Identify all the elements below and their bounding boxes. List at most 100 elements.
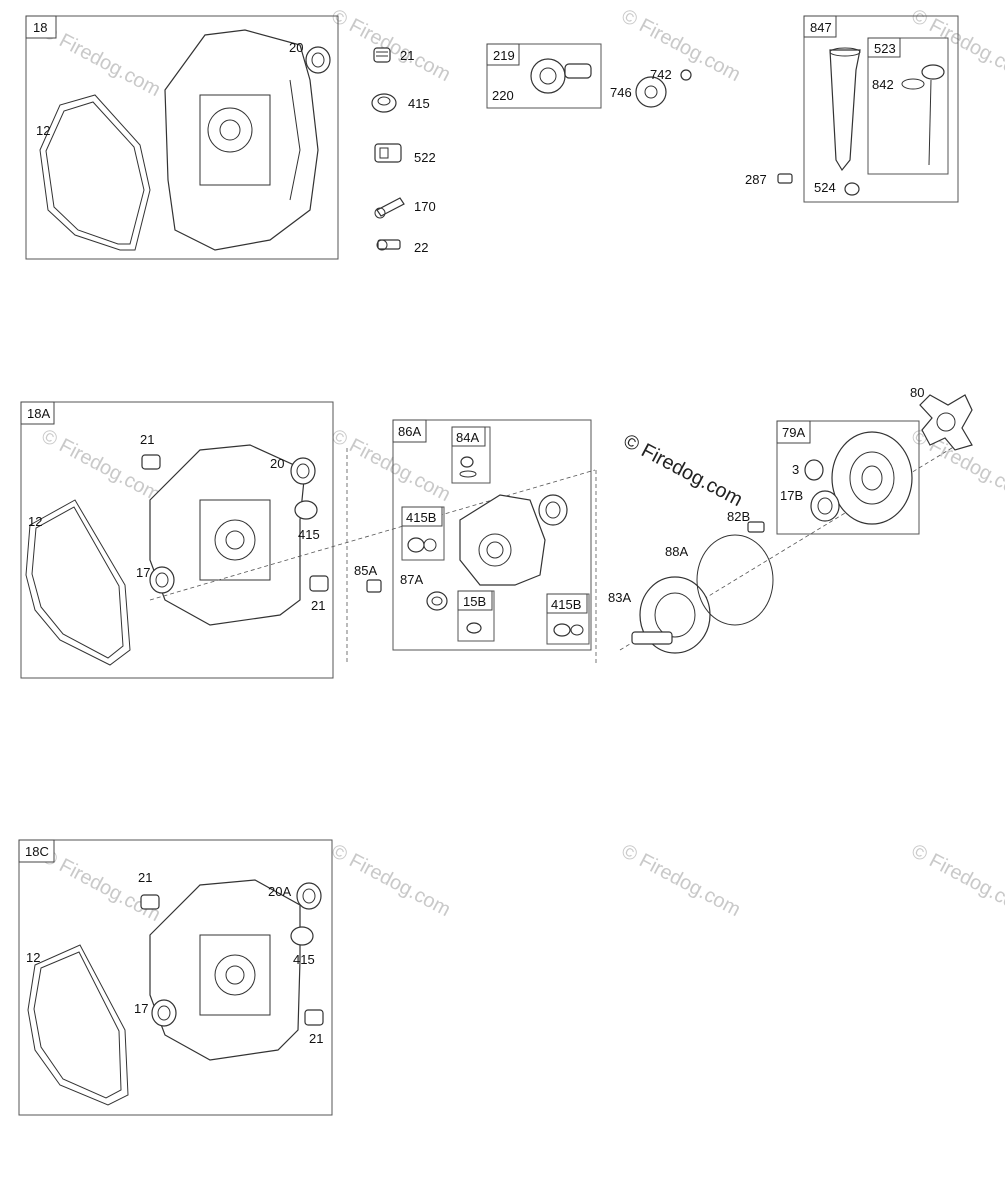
gasket-part xyxy=(27,944,129,1106)
o-ring-part xyxy=(696,534,774,626)
screw-part xyxy=(777,173,793,184)
subgroup-label: 523 xyxy=(874,41,896,56)
part-label: 3 xyxy=(792,462,799,477)
part-label: 17 xyxy=(134,1001,148,1016)
breather-part xyxy=(141,454,161,470)
subgroup-tag xyxy=(867,37,901,58)
group-label: 86A xyxy=(398,424,421,439)
plug-part xyxy=(294,500,318,520)
bolt-part xyxy=(366,579,382,593)
group-frame xyxy=(20,401,334,679)
part-label: 22 xyxy=(414,240,428,255)
group-tag xyxy=(486,43,520,66)
part-label: 20A xyxy=(268,884,291,899)
part-label: 21 xyxy=(400,48,414,63)
crankcase-part xyxy=(149,879,301,1061)
part-label: 21 xyxy=(311,598,325,613)
watermark-text: © Firedog.com xyxy=(38,20,164,101)
bearing-part xyxy=(538,494,568,526)
o-ring-part xyxy=(901,78,925,90)
group-label: 847 xyxy=(810,20,832,35)
subgroup-label: 84A xyxy=(456,430,479,445)
part-label: 842 xyxy=(872,77,894,92)
bolt-part xyxy=(747,521,765,533)
gasket-part xyxy=(39,94,151,251)
subgroup-label: 415B xyxy=(406,510,436,525)
flange-gasket-part xyxy=(919,394,973,451)
part-label: 80 xyxy=(910,385,924,400)
watermark-text: © Firedog.com xyxy=(328,5,454,86)
part-label: 522 xyxy=(414,150,436,165)
subgroup-tag xyxy=(457,590,493,611)
group-frame xyxy=(392,419,592,651)
group-tag xyxy=(392,419,427,443)
group-label: 219 xyxy=(493,48,515,63)
washer-part xyxy=(680,69,692,81)
part-label: 12 xyxy=(28,514,42,529)
group-tag xyxy=(20,401,55,425)
subgroup-tag xyxy=(451,426,486,447)
part-label: 170 xyxy=(414,199,436,214)
subgroup-tag xyxy=(546,593,588,614)
group-tag xyxy=(25,15,57,39)
bearing-part xyxy=(810,490,840,522)
valve-part xyxy=(374,143,402,163)
breather-part xyxy=(373,47,391,63)
group-18: 18 12 20 xyxy=(25,15,339,260)
part-label: 21 xyxy=(138,870,152,885)
part-label: 746 xyxy=(610,85,632,100)
watermark-text: © Firedog.com xyxy=(618,840,744,921)
group-tag xyxy=(803,15,837,38)
group-label: 79A xyxy=(782,425,805,440)
gear-part xyxy=(530,58,592,94)
screw-part xyxy=(376,239,401,251)
gasket-part xyxy=(25,499,131,666)
group-219: 219 220 xyxy=(486,43,602,109)
loose-parts-top: 21 415 522 170 22 xyxy=(371,47,436,255)
part-label: 20 xyxy=(289,40,303,55)
part-label: 87A xyxy=(400,572,423,587)
dipstick-tube-part xyxy=(829,47,861,172)
part-label: 85A xyxy=(354,563,377,578)
oil-seal-part xyxy=(290,457,316,485)
group-79a: 79A 3 17B xyxy=(776,420,920,535)
group-frame xyxy=(486,43,602,109)
part-label: 17 xyxy=(136,565,150,580)
part-label: 17B xyxy=(780,488,803,503)
grommet-part xyxy=(844,182,860,196)
crankcase-part xyxy=(164,29,319,251)
part-label: 88A xyxy=(665,544,688,559)
part-label: 12 xyxy=(36,123,50,138)
group-frame xyxy=(18,839,333,1116)
watermark-text: © Firedog.com xyxy=(328,840,454,921)
plug-part xyxy=(371,93,397,113)
subgroup-label: 15B xyxy=(463,594,486,609)
group-tag xyxy=(18,839,55,863)
valve-part xyxy=(304,1009,324,1026)
part-label: 12 xyxy=(26,950,40,965)
part-label: 287 xyxy=(745,172,767,187)
watermark-text: © Firedog.com xyxy=(38,845,164,926)
part-label: 21 xyxy=(309,1031,323,1046)
watermark-prominent: © Firedog.com xyxy=(620,430,746,511)
subgroup-frame xyxy=(867,37,949,175)
oil-seal-part xyxy=(305,46,331,74)
group-847: 847 523 842 524 xyxy=(803,15,959,203)
seal-part xyxy=(426,591,448,611)
part-label: 82B xyxy=(727,509,750,524)
part-label: 415 xyxy=(408,96,430,111)
part-label: 220 xyxy=(492,88,514,103)
gear-case-part xyxy=(459,494,546,586)
part-label: 415 xyxy=(298,527,320,542)
group-frame xyxy=(25,15,339,260)
governor-gear-part xyxy=(635,76,667,108)
seal-part xyxy=(804,459,824,481)
group-18a: 18A 21 20 415 12 17 21 xyxy=(20,401,334,679)
part-label: 415 xyxy=(293,952,315,967)
stud-part xyxy=(374,197,405,219)
group-frame xyxy=(803,15,959,203)
cover-part xyxy=(831,431,913,525)
breather-part xyxy=(140,894,160,910)
oil-seal-part xyxy=(296,882,322,910)
